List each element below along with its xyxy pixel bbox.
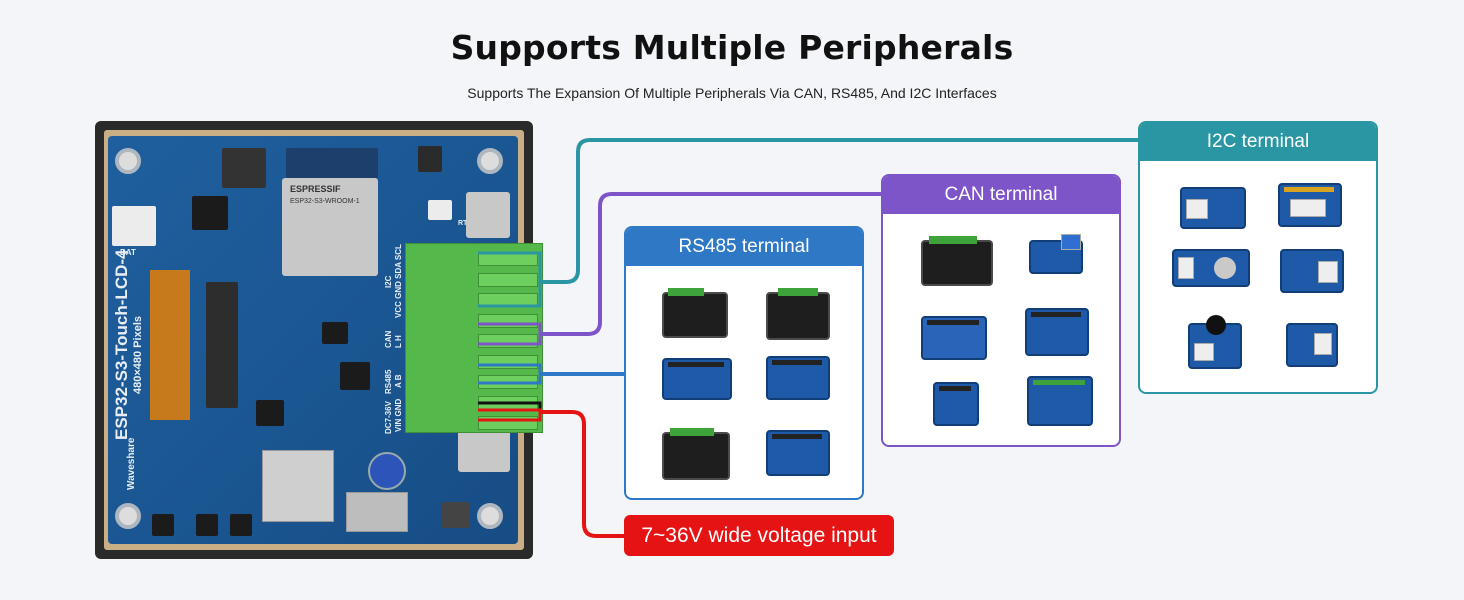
bat-pwr-button	[152, 514, 174, 536]
rtc-connector	[428, 200, 452, 220]
fpc-connector	[206, 282, 238, 408]
i2c-wire	[540, 138, 1140, 284]
can-device-image	[921, 236, 993, 286]
rs485-device-image	[766, 430, 830, 476]
display-ribbon	[150, 270, 190, 420]
rs485-device-image	[662, 428, 730, 480]
chip	[322, 322, 348, 344]
can-panel-title: CAN terminal	[883, 176, 1119, 214]
power-bracket-red	[478, 408, 542, 422]
terminal-block	[405, 243, 543, 433]
terminal-slot	[478, 272, 538, 287]
chip	[192, 196, 228, 230]
i2c-panel: I2C terminal	[1138, 121, 1378, 394]
usb-c-port	[346, 492, 408, 532]
inductor	[222, 148, 266, 188]
page-subtitle: Supports The Expansion Of Multiple Perip…	[467, 85, 997, 101]
shield-block	[466, 192, 510, 238]
bat-label: BAT	[120, 248, 136, 257]
sd-card-slot	[262, 450, 334, 522]
power-wire	[540, 410, 626, 538]
rs485-device-image	[766, 356, 830, 400]
can-wire	[540, 192, 883, 336]
i2c-device-image	[1172, 249, 1250, 287]
esp-module-shield	[282, 178, 378, 276]
can-device-image	[1029, 234, 1083, 274]
i2c-device-image	[1180, 187, 1246, 229]
chip	[256, 400, 284, 426]
rs485-bracket	[478, 363, 542, 385]
rtc-label: RTC	[458, 220, 472, 227]
page-title: Supports Multiple Peripherals	[450, 28, 1014, 67]
reset-button	[196, 514, 218, 536]
can-device-image	[1025, 308, 1089, 356]
can-device-image	[1027, 376, 1093, 426]
can-device-image	[921, 316, 987, 360]
i2c-device-image	[1188, 315, 1242, 369]
rs485-panel: RS485 terminal	[624, 226, 864, 500]
mount-hole-top-left	[115, 148, 141, 174]
i2c-bracket	[478, 251, 542, 308]
i2c-device-image	[1286, 323, 1338, 367]
can-bracket	[478, 322, 542, 346]
mount-hole-bottom-left	[115, 503, 141, 529]
esp-module-brand: ESPRESSIF	[290, 184, 341, 194]
rs485-device-image	[662, 358, 732, 400]
boot-button	[230, 514, 252, 536]
can-panel: CAN terminal	[881, 174, 1121, 447]
antenna-area	[286, 148, 378, 178]
mount-hole-bottom-right	[477, 503, 503, 529]
can-device-image	[933, 382, 979, 426]
rs485-device-image	[662, 288, 728, 338]
i2c-panel-title: I2C terminal	[1140, 123, 1376, 161]
battery-connector	[112, 206, 156, 246]
chip	[340, 362, 370, 390]
capacitor	[368, 452, 406, 490]
power-input-label: 7~36V wide voltage input	[624, 515, 894, 556]
esp-module-model: ESP32-S3-WROOM-1	[290, 198, 360, 205]
i2c-device-image	[1280, 249, 1344, 293]
inductor	[442, 502, 470, 528]
dip-switch	[418, 146, 442, 172]
mount-hole-top-right	[477, 148, 503, 174]
rs485-panel-title: RS485 terminal	[626, 228, 862, 266]
i2c-device-image	[1278, 183, 1342, 227]
rs485-device-image	[766, 288, 830, 340]
